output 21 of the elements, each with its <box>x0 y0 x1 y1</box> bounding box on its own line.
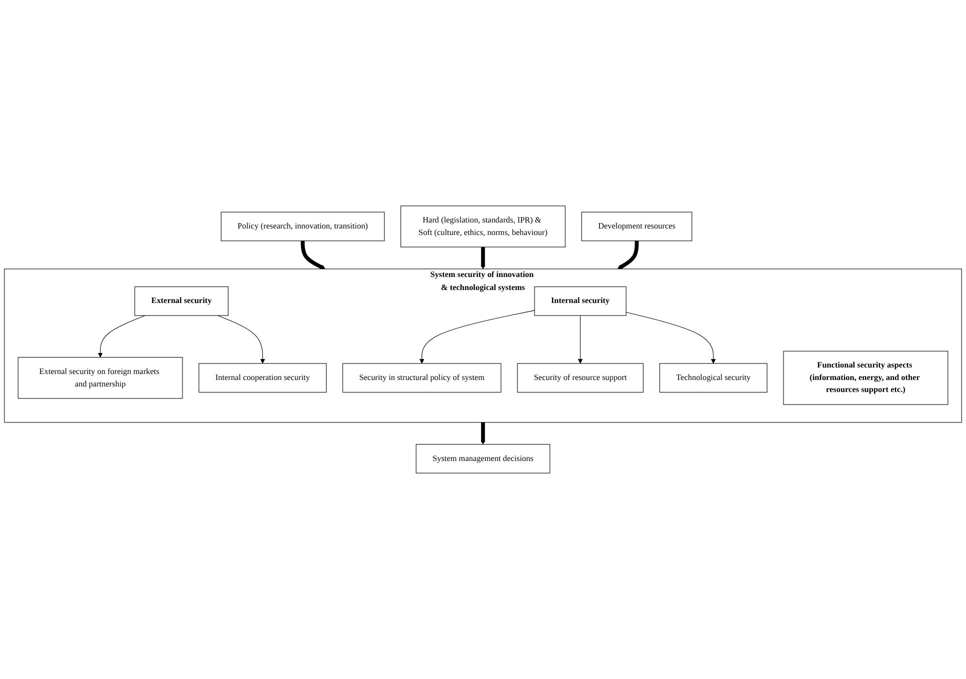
node-box: Security in structural policy of system <box>342 363 502 393</box>
node-box: Security of resource support <box>517 363 644 393</box>
arrow <box>626 312 716 364</box>
arrow <box>480 422 486 445</box>
arrow <box>578 315 583 364</box>
node-box: Internal security <box>534 286 626 316</box>
node-box: External security on foreign markets and partnership <box>18 357 183 399</box>
node-box: Policy (research, innovation, transition) <box>220 212 385 242</box>
node-box: External security <box>134 286 228 316</box>
node-box: Development resources <box>581 212 692 242</box>
node-box: Internal cooperation security <box>198 363 327 393</box>
arrow <box>480 246 486 270</box>
arrow <box>98 315 146 358</box>
arrow <box>617 240 639 270</box>
node-box: Functional security aspects (information, energy, and other resources support etc.) <box>783 350 948 405</box>
arrow <box>419 310 535 364</box>
arrow <box>217 315 266 364</box>
node-box: System management decisions <box>416 444 550 474</box>
node-box: Technological security <box>659 363 768 393</box>
node-box: Hard (legislation, standards, IPR) & Soft (culture, ethics, norms, behaviour) <box>400 206 566 248</box>
arrow <box>300 240 326 270</box>
